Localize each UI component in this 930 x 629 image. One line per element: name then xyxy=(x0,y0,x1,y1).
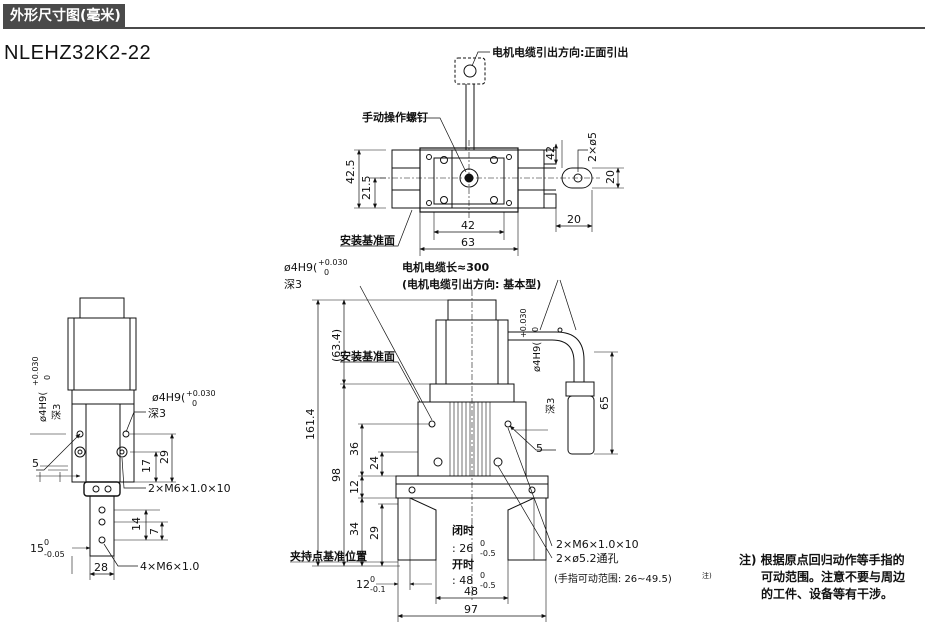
footnote: 注) 根据原点回归动作等手指的 可动范围。注意不要与周边 的工件、设备等有干涉。 xyxy=(739,552,929,603)
label-mount-ref-top: 安装基准面 xyxy=(340,233,395,247)
dim-65: 65 xyxy=(598,396,611,410)
label-m6-side: 2×M6×1.0×10 xyxy=(148,482,231,495)
model-number: NLEHZ32K2-22 xyxy=(4,42,152,64)
note-mark: 注) xyxy=(702,571,712,580)
footnote-line-3: 的工件、设备等有干涉。 xyxy=(761,587,894,601)
dim-20-vertical: 20 xyxy=(604,170,617,184)
tol-12-lower: -0.1 xyxy=(370,585,386,594)
side-view xyxy=(30,297,176,580)
tol-side-lower: 0 xyxy=(192,399,197,408)
tol-open-upper: 0 xyxy=(480,571,485,580)
dim-side-17: 17 xyxy=(140,459,153,473)
label-through-hole: 2×ø5.2通孔 xyxy=(556,552,618,565)
label-mount-ref-front: 安装基准面 xyxy=(340,349,395,363)
dim-42-5: 42.5 xyxy=(344,160,357,185)
dim-side-15: 15 xyxy=(30,542,44,555)
dim-front-5: 5 xyxy=(536,442,543,455)
dim-98: 98 xyxy=(330,468,343,482)
label-open: 开时 xyxy=(452,557,474,571)
label-manual-screw: 手动操作螺钉 xyxy=(362,110,428,124)
tol-front-lower: 0 xyxy=(324,268,329,277)
dim-21-5: 21.5 xyxy=(360,176,373,201)
value-open: : 48 xyxy=(452,574,473,587)
header-rule xyxy=(3,27,925,29)
label-depth3-left: 深3 xyxy=(51,404,63,420)
header-bar: 外形尺寸图(毫米) xyxy=(3,4,925,29)
label-closed: 闭时 xyxy=(452,523,474,537)
label-cable-exit-basic: (电机电缆引出方向: 基本型) xyxy=(402,277,541,291)
front-view-labels: ø4H9( +0.030 0 深3 电机电缆长≈300 (电机电缆引出方向: 基… xyxy=(284,258,712,616)
label-hole-front: ø4H9( xyxy=(284,261,317,274)
tol-closed-lower: -0.5 xyxy=(480,549,496,558)
dim-side-14: 14 xyxy=(130,517,143,531)
tol-left-lower: 0 xyxy=(43,375,52,380)
dim-63-4: (63.4) xyxy=(330,329,343,362)
dim-36: 36 xyxy=(348,442,361,456)
footnote-line-2: 可动范围。注意不要与周边 xyxy=(761,570,906,584)
tol-right-lower: 0 xyxy=(531,327,540,332)
label-finger-range: (手指可动范围: 26~49.5) xyxy=(554,572,672,585)
dim-34: 34 xyxy=(348,522,361,536)
top-view-labels: 电机电缆引出方向:正面引出 手动操作螺钉 安装基准面 42.5 21.5 42 … xyxy=(340,45,628,249)
dim-24: 24 xyxy=(368,456,381,470)
dim-side-7: 7 xyxy=(148,528,161,535)
tol-right-upper: +0.030 xyxy=(519,308,528,338)
dim-12-vertical: 12 xyxy=(348,480,361,494)
label-m6-front: 2×M6×1.0×10 xyxy=(556,538,639,551)
label-depth3-front: 深3 xyxy=(284,278,302,291)
tol-15-lower: -0.05 xyxy=(44,550,65,559)
front-view xyxy=(290,279,618,622)
dim-97: 97 xyxy=(464,603,478,616)
side-view-labels: ø4H9( +0.030 0 深3 5 ø4H9( +0.030 0 深3 17… xyxy=(30,356,231,574)
tol-left-upper: +0.030 xyxy=(31,356,40,386)
tol-open-lower: -0.5 xyxy=(480,581,496,590)
dim-161-4: 161.4 xyxy=(304,409,317,441)
dim-63: 63 xyxy=(461,236,475,249)
label-grip-ref: 夹持点基准位置 xyxy=(290,549,367,563)
tol-front-upper: +0.030 xyxy=(318,258,348,267)
dim-42-horizontal: 42 xyxy=(461,219,475,232)
tol-closed-upper: 0 xyxy=(480,539,485,548)
footnote-line-1: 注) 根据原点回归动作等手指的 xyxy=(739,553,905,567)
top-view xyxy=(340,51,624,256)
label-hole-right: ø4H9( xyxy=(532,342,543,372)
dim-48: 48 xyxy=(464,585,478,598)
label-cable-length: 电机电缆长≈300 xyxy=(402,260,490,274)
value-closed: : 26 xyxy=(452,542,473,555)
tol-12-upper: 0 xyxy=(370,575,375,584)
label-hole-left: ø4H9( xyxy=(38,392,49,422)
dim-side-5: 5 xyxy=(32,457,39,470)
tol-15-upper: 0 xyxy=(44,538,49,547)
dim-42-vertical: 42 xyxy=(544,146,557,160)
label-depth3-right: 深3 xyxy=(545,398,557,414)
dim-12-horizontal: 12 xyxy=(356,578,370,591)
dim-side-29: 29 xyxy=(158,450,171,464)
dim-side-28: 28 xyxy=(94,561,108,574)
label-cable-exit-front: 电机电缆引出方向:正面引出 xyxy=(492,45,628,59)
section-title: 外形尺寸图(毫米) xyxy=(3,4,125,28)
label-depth3-side: 深3 xyxy=(148,407,166,420)
dim-front-29: 29 xyxy=(368,526,381,540)
tol-side-upper: +0.030 xyxy=(186,389,216,398)
dim-20-horizontal: 20 xyxy=(567,213,581,226)
label-hole-side: ø4H9( xyxy=(152,391,185,404)
label-2-holes-5: 2×ø5 xyxy=(586,132,599,162)
label-m6-bottom: 4×M6×1.0 xyxy=(140,560,199,573)
